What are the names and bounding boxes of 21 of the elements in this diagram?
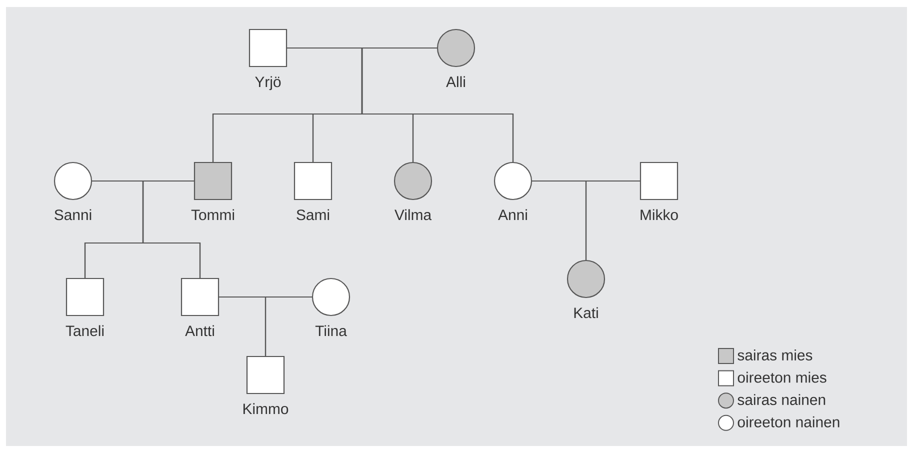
name-label: Sanni (54, 209, 92, 220)
line (585, 180, 640, 260)
line (361, 47, 514, 162)
name-label: Tiina (315, 325, 347, 336)
name-label: Mikko (640, 209, 678, 220)
name-label: Antti (185, 325, 214, 336)
name-label: Anni (498, 209, 527, 220)
name-label: Taneli (66, 325, 104, 336)
name-label: Yrjö (255, 76, 281, 90)
legend-text: sairas mies (738, 350, 812, 360)
name-label: Kati (574, 307, 598, 318)
legend-text: oireeton mies (738, 372, 826, 383)
line (264, 296, 312, 356)
name-label: Sami (296, 209, 330, 220)
name-label: Kimmo (243, 403, 288, 414)
name-label: Alli (446, 76, 465, 88)
legend-text: sairas nainen (738, 394, 826, 406)
name-label: Tommi (191, 209, 234, 220)
legend-text: oireeton nainen (738, 416, 840, 428)
name-label: Vilma (394, 209, 432, 220)
line (142, 180, 201, 278)
